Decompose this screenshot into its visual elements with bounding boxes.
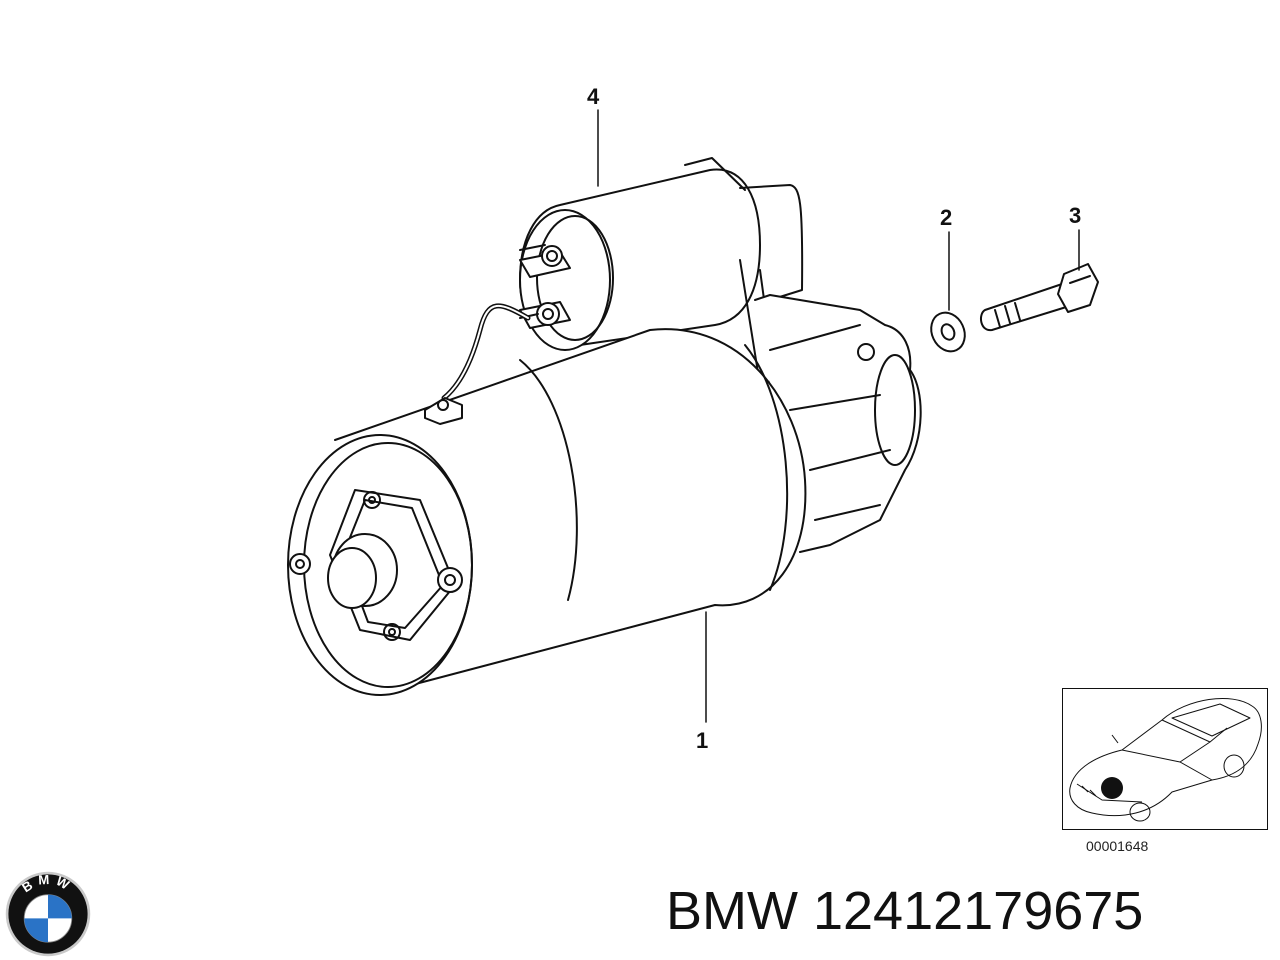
bolt-part-3 [979, 263, 1099, 332]
caption-part-number: 12412179675 [812, 881, 1144, 941]
inset-reference-number: 00001648 [1086, 838, 1149, 854]
callout-2: 2 [940, 205, 953, 230]
washer-part-2 [930, 311, 966, 353]
bmw-roundel-logo: BMW [5, 872, 91, 957]
callout-4: 4 [587, 84, 600, 109]
callout-1: 1 [696, 728, 709, 753]
caption-brand: BMW [666, 881, 798, 941]
callout-3: 3 [1069, 203, 1082, 228]
solenoid-part-4 [519, 157, 804, 386]
part-caption: BMW 12412179675 [666, 880, 1143, 942]
vehicle-location-inset [1062, 688, 1268, 830]
location-marker [1101, 777, 1123, 799]
starter-motor-part-1 [287, 294, 922, 696]
